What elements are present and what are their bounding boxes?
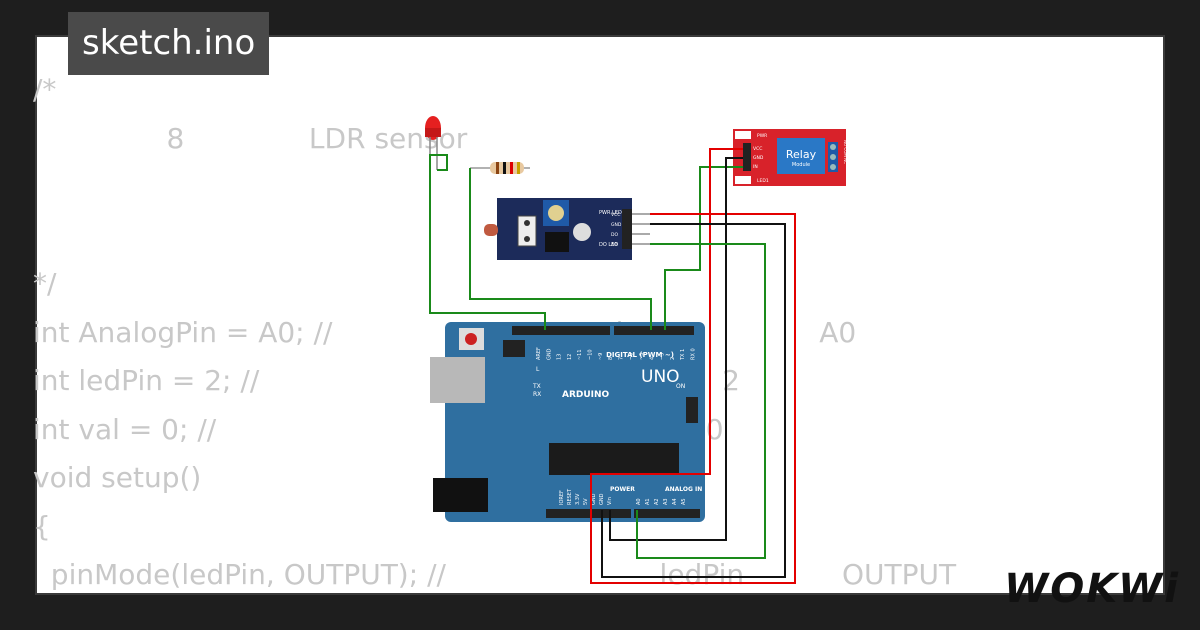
code-background: /* 8 LDR sensor */ int AnalogPin = A0; /… — [33, 73, 957, 591]
analog-header-label: ANALOG IN — [665, 486, 702, 493]
analog-pin-label-1: A1 — [645, 498, 651, 505]
digital-pin-label-7: 8 — [608, 357, 614, 360]
arduino-brand-text: ARDUINO — [562, 390, 610, 400]
digital-pin-label-12: ~3 — [660, 353, 666, 360]
arduino-uno-board[interactable]: DIGITAL (PWM ~) UNO ARDUINO ON TX RX L P… — [430, 322, 705, 522]
analog-pin-label-2: A2 — [654, 498, 660, 505]
digital-header-label: DIGITAL (PWM ~) — [606, 351, 674, 359]
relay-sublabel: Module — [792, 162, 810, 168]
power-pin-label-2: 3.3V — [575, 493, 581, 505]
analog-pin-label-5: A5 — [681, 498, 687, 505]
digital-pin-label-15: RX 0 — [691, 348, 697, 360]
digital-pin-label-5: ~10 — [588, 349, 594, 360]
digital-pin-label-10: ~5 — [639, 353, 645, 360]
wire-relay-gnd-black[interactable] — [609, 157, 743, 541]
power-pin-label-6: Vin — [607, 497, 613, 505]
wire-relay-vcc-red[interactable] — [590, 148, 796, 584]
analog-pin-label-3: A3 — [663, 498, 669, 505]
power-pin-label-4: GND — [591, 493, 597, 505]
uno-logo-text: UNO — [641, 367, 680, 387]
digital-pin-label-9: ~6 — [629, 353, 635, 360]
analog-pin-label-4: A4 — [672, 498, 678, 505]
ldr-sensor-module[interactable]: PWR LED DO LED VCC GND DO AO — [484, 198, 650, 260]
wire-led-green[interactable] — [429, 154, 546, 330]
relay-pwr-label: PWR — [757, 133, 767, 139]
relay-terminals: NO COM NC — [843, 140, 848, 164]
power-pin-label-3: 5V — [583, 498, 589, 505]
digital-pin-label-11: 4 — [649, 357, 655, 360]
wokwi-logo: WOKWi — [1004, 566, 1180, 612]
sketch-title: sketch.ino — [68, 12, 270, 75]
l-label: L — [536, 366, 540, 373]
power-header-label: POWER — [610, 486, 635, 493]
digital-pin-label-8: 7 — [618, 357, 624, 360]
power-pin-label-0: IOREF — [559, 490, 565, 505]
digital-pin-label-13: 2 — [670, 357, 676, 360]
wire-resistor-green[interactable] — [469, 168, 652, 330]
wire-relay-in-green[interactable] — [664, 166, 743, 330]
tx-label: TX — [532, 383, 541, 390]
digital-pin-label-4: ~11 — [577, 349, 583, 360]
power-pin-label-1: RESET — [567, 488, 573, 505]
red-led[interactable] — [425, 116, 441, 170]
ldr-pin-vcc: VCC — [611, 212, 620, 218]
relay-module[interactable]: Relay Module PWR LED1 VCC GND IN NO COM … — [733, 129, 848, 186]
ldr-pin-do: DO — [611, 232, 618, 238]
relay-pin-in: IN — [753, 164, 758, 170]
digital-pin-label-3: 12 — [567, 354, 573, 360]
ldr-do-led-label: DO LED — [599, 242, 618, 248]
resistor[interactable] — [470, 162, 530, 174]
wire-ldr-ao-green[interactable] — [636, 243, 766, 559]
rx-label: RX — [533, 391, 541, 398]
relay-pin-vcc: VCC — [753, 146, 762, 152]
power-pin-label-5: GND — [599, 493, 605, 505]
digital-pin-label-2: 13 — [557, 354, 563, 360]
digital-pin-label-1: GND — [546, 348, 552, 360]
on-label: ON — [676, 383, 685, 390]
analog-pin-label-0: A0 — [636, 498, 642, 505]
digital-pin-label-0: AREF — [536, 347, 542, 360]
digital-pin-label-14: TX 1 — [680, 349, 686, 361]
ldr-pwr-led-label: PWR LED — [599, 210, 622, 216]
wires — [429, 148, 796, 584]
relay-pin-gnd: GND — [753, 155, 764, 161]
relay-led-label: LED1 — [757, 178, 769, 184]
ldr-pin-gnd: GND — [611, 222, 622, 228]
digital-pin-label-6: ~9 — [598, 353, 604, 360]
ldr-pin-ao: AO — [611, 242, 618, 248]
wire-ldr-gnd-black[interactable] — [601, 223, 786, 578]
relay-label: Relay — [786, 148, 817, 161]
